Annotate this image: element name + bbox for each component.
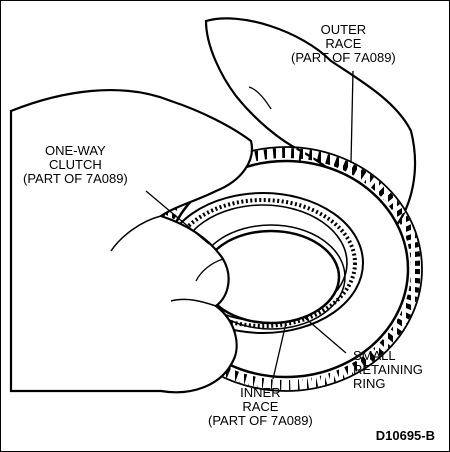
small-retaining-ring-label-line3: RING xyxy=(353,376,386,391)
outer-race-label: OUTER RACE (PART OF 7A089) xyxy=(291,23,396,65)
figure-id: D10695-B xyxy=(375,428,435,443)
one-way-clutch-label-line3: (PART OF 7A089) xyxy=(23,171,128,186)
outer-race-label-line2: RACE xyxy=(325,36,362,51)
one-way-clutch-label: ONE-WAY CLUTCH (PART OF 7A089) xyxy=(23,144,128,186)
one-way-clutch-label-line1: ONE-WAY xyxy=(45,143,106,158)
outer-race-label-line1: OUTER xyxy=(320,22,367,37)
one-way-clutch-label-line2: CLUTCH xyxy=(49,157,102,172)
inner-race-label-line1: INNER xyxy=(240,385,281,400)
small-retaining-ring-label-line2: RETAINING xyxy=(353,362,423,377)
inner-race-label: INNER RACE (PART OF 7A089) xyxy=(208,386,313,428)
outer-race-label-line3: (PART OF 7A089) xyxy=(291,50,396,65)
small-retaining-ring-label: SMALL RETAINING RING xyxy=(353,349,423,391)
inner-race-label-line3: (PART OF 7A089) xyxy=(208,413,313,428)
small-retaining-ring-label-line1: SMALL xyxy=(353,348,396,363)
inner-race-label-line2: RACE xyxy=(242,399,279,414)
left-hand xyxy=(9,88,254,394)
